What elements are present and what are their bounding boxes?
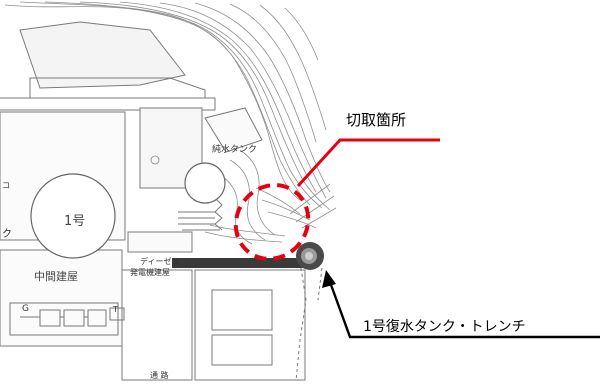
tank-circle — [184, 162, 226, 204]
ku-label: ク — [2, 229, 12, 240]
diesel-label-line1: ディーゼル — [140, 257, 180, 266]
trench-label: 1号復水タンク・トレンチ — [363, 319, 526, 335]
trench-callout-arrowhead — [322, 270, 336, 288]
cut-area-callout-line — [296, 138, 440, 188]
condensate-tank-label: 純水タンク — [212, 145, 258, 155]
diesel-label-line2: 発電機建屋 — [130, 268, 170, 277]
ko-label: コ — [2, 181, 10, 190]
trench-callout-line — [328, 281, 600, 339]
intermediate-building-label: 中間建屋 — [34, 270, 78, 283]
building-outlines — [0, 21, 323, 382]
passage-label: 通 路 — [150, 371, 169, 380]
cut-area-dashed-ellipse — [233, 183, 311, 261]
equipment-row — [9, 302, 125, 336]
t-label: T — [113, 305, 118, 314]
unit1-label: 1号 — [64, 214, 86, 229]
g-label: G — [22, 304, 29, 314]
trench-bar — [172, 258, 310, 268]
unit1-reactor-circle — [30, 173, 116, 259]
cut-area-label: 切取箇所 — [346, 111, 407, 129]
